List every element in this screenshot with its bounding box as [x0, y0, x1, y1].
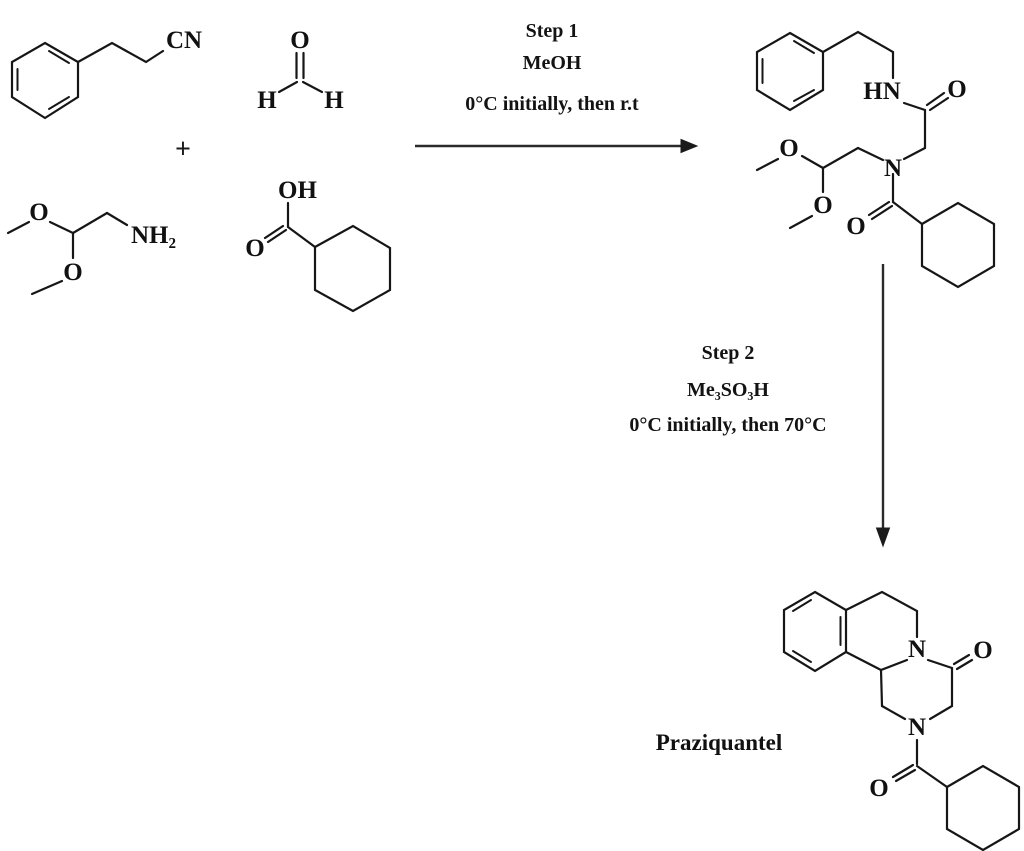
int-n-carbonyl-bond [902, 101, 927, 112]
pzq-acyl-ring-bond [915, 764, 949, 789]
int-phenethyl-chain [821, 30, 895, 80]
step1-title: Step 1 [526, 20, 579, 42]
int-n-label: N [884, 155, 902, 182]
int-ome1-o-label: O [779, 135, 798, 162]
ch2-n-bond [105, 211, 129, 227]
pzq-lactam-o-label: O [973, 637, 992, 664]
methyl1-bond [6, 220, 31, 235]
o1-ch-bond [48, 220, 75, 235]
methyl2-bond [30, 279, 64, 296]
pzq-acyl-double-a [891, 763, 915, 779]
molecule-dimethoxyethylamine: O NH₂ O [6, 199, 176, 296]
pzq-n1-fusion-bond [879, 658, 909, 672]
acid-c-o-double-a [263, 224, 285, 240]
pzq-benzene-ring [782, 590, 848, 673]
pzq-lactam-double-b [952, 653, 971, 666]
benzene-inner-bond-1 [48, 50, 70, 64]
pzq-benzene-inner-2 [792, 650, 812, 663]
step1-reagent: MeOH [523, 52, 582, 74]
pzq-ch2-n2-bond [928, 704, 954, 721]
int-amide2-o-label: O [846, 213, 865, 240]
pzq-benzene-fusion-bond [844, 650, 883, 672]
methoxy2-o-label: O [63, 259, 82, 286]
pzq-acyl-double-b [894, 768, 917, 783]
acid-o-label: O [245, 235, 264, 262]
c-h-bond-right [301, 80, 324, 94]
acid-oh-label: OH [278, 177, 317, 204]
step2-conditions: 0°C initially, then 70°C [629, 414, 826, 436]
int-ome2-methyl-bond [788, 214, 814, 230]
int-ch2-ch-bond [821, 146, 860, 170]
formaldehyde-h-left-label: H [257, 87, 277, 114]
int-amide2-double-b [870, 204, 894, 221]
step2-annotation: Step 2 Me₃SO₃H 0°C initially, then 70°C [629, 264, 891, 548]
cyclohexane-ring [313, 224, 392, 313]
pzq-acyl-o-label: O [869, 775, 888, 802]
step2-reagent: Me₃SO₃H [687, 379, 769, 401]
c-ring-bond [286, 225, 317, 249]
step2-title: Step 2 [702, 342, 755, 364]
benzene-inner-bond-3 [48, 96, 70, 110]
int-n-ch2-left-bond [856, 146, 885, 162]
int-cyclohexane-ring [920, 201, 996, 289]
plus-sign: + [175, 134, 191, 165]
int-amide1-double-a [928, 96, 950, 112]
c-h-bond-left [277, 80, 299, 94]
int-acyl-ring-bond [891, 200, 924, 226]
nitrile-label: CN [166, 27, 202, 54]
step1-conditions: 0°C initially, then r.t [465, 93, 639, 115]
int-amide1-o-label: O [947, 76, 966, 103]
pzq-benzene-inner-3 [792, 599, 812, 612]
int-benzene-inner-1 [793, 40, 815, 54]
pzq-n1-label: N [908, 636, 926, 663]
molecule-formaldehyde: O H H [257, 27, 344, 114]
ch-ch2-bond [71, 211, 109, 235]
molecule-intermediate: HN O N O O O [755, 30, 996, 289]
product-name-label: Praziquantel [656, 730, 783, 755]
int-ome2-o-label: O [813, 192, 832, 219]
int-benzene-inner-3 [793, 89, 815, 102]
int-ch-ome1-bond [800, 154, 825, 170]
formaldehyde-h-right-label: H [324, 87, 344, 114]
pzq-ring2-top-bonds [844, 590, 919, 639]
pzq-n2-ch2-bond [880, 704, 907, 721]
molecule-phenylpropanenitrile: CN [10, 27, 202, 120]
pzq-ch2-fusion-bond [879, 668, 884, 708]
step1-annotation: Step 1 MeOH 0°C initially, then r.t [415, 20, 699, 154]
amine-nh2-label: NH₂ [131, 222, 176, 249]
int-benzene-ring [755, 31, 825, 112]
benzene-ring [10, 41, 80, 120]
int-hn-label: HN [863, 78, 901, 105]
ethylene-chain-bond [76, 41, 165, 64]
molecule-cyclohexanecarboxylic-acid: OH O [245, 177, 392, 313]
int-ch2-n-bond [902, 146, 927, 161]
formaldehyde-o-label: O [290, 27, 309, 54]
molecule-praziquantel: N O N O [782, 590, 1021, 851]
step1-arrow-head [680, 138, 699, 154]
pzq-n1-lactam-bond [926, 658, 954, 670]
acid-c-o-double-b [266, 228, 288, 244]
pzq-cyclohexane-ring [945, 764, 1021, 851]
pzq-n2-label: N [908, 714, 926, 741]
int-amide2-double-a [867, 200, 891, 217]
step2-arrow-head [875, 527, 891, 548]
pzq-lactam-double-a [955, 658, 974, 671]
methoxy1-o-label: O [29, 199, 48, 226]
int-amide1-double-b [925, 91, 946, 107]
int-ome1-methyl-bond [755, 157, 780, 172]
